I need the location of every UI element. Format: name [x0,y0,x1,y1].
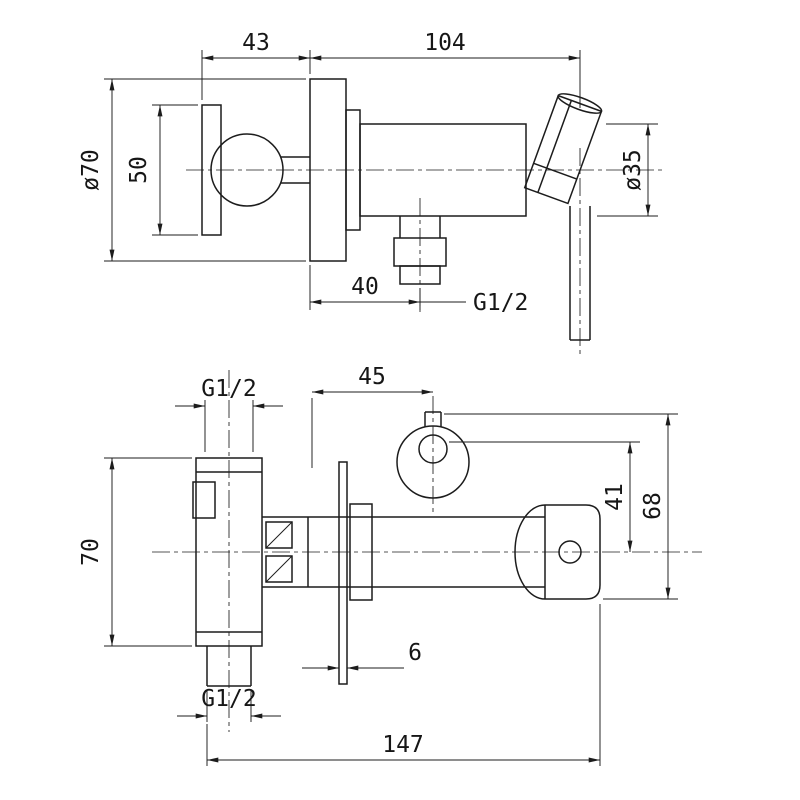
dim-70-label: 70 [78,538,104,566]
handle-side [201,104,310,236]
cartridge-cap-plan [514,504,601,600]
dim-68-label: 68 [640,492,666,520]
dim-dia35-label: ø35 [620,149,646,191]
dim-70: 70 [78,457,192,647]
valve-body-plan [192,457,263,647]
dim-6-label: 6 [408,640,422,666]
plan-view: G1/2 45 70 41 68 6 [78,364,702,766]
shower-holder-plan [396,411,470,499]
dim-147-label: 147 [382,732,424,758]
dim-6: 6 [302,640,422,671]
dim-45: 45 [311,364,433,468]
dim-104-label: 104 [424,30,466,56]
dim-45-label: 45 [358,364,386,390]
dim-43-label: 43 [242,30,270,56]
dim-43: 43 [201,30,311,100]
dim-40: 40 G1/2 [309,265,528,316]
dim-41-label: 41 [602,483,628,511]
wall-plate-plan [338,461,373,685]
dim-dia70-label: ø70 [78,149,104,191]
dim-104: 104 [310,30,581,108]
hose-side [569,206,591,341]
side-view-centerlines [186,148,664,356]
dim-50-label: 50 [126,156,152,184]
dim-outlet-thread: G1/2 [177,686,281,722]
bottom-outlet-plan [206,646,252,687]
dim-dia35: ø35 [597,123,658,217]
inlet-thread-label: G1/2 [201,376,256,402]
shower-holder-side [523,93,603,205]
dim-40-label: 40 [351,274,379,300]
dim-41: 41 [449,441,640,552]
dim-68: 68 [444,413,678,600]
mixer-body-side [359,123,527,217]
outlet-thread-label-plan: G1/2 [201,686,256,712]
dim-50: 50 [126,104,198,236]
plan-view-centerlines [152,370,702,732]
dim-inlet-thread: G1/2 [175,376,283,452]
mixer-body-plan [262,516,545,588]
dim-147: 147 [206,604,601,766]
dim-dia70: ø70 [78,78,306,262]
outlet-side [393,216,447,285]
side-view: 43 104 ø70 50 ø35 [78,30,664,356]
outlet-thread-label-side: G1/2 [473,290,528,316]
